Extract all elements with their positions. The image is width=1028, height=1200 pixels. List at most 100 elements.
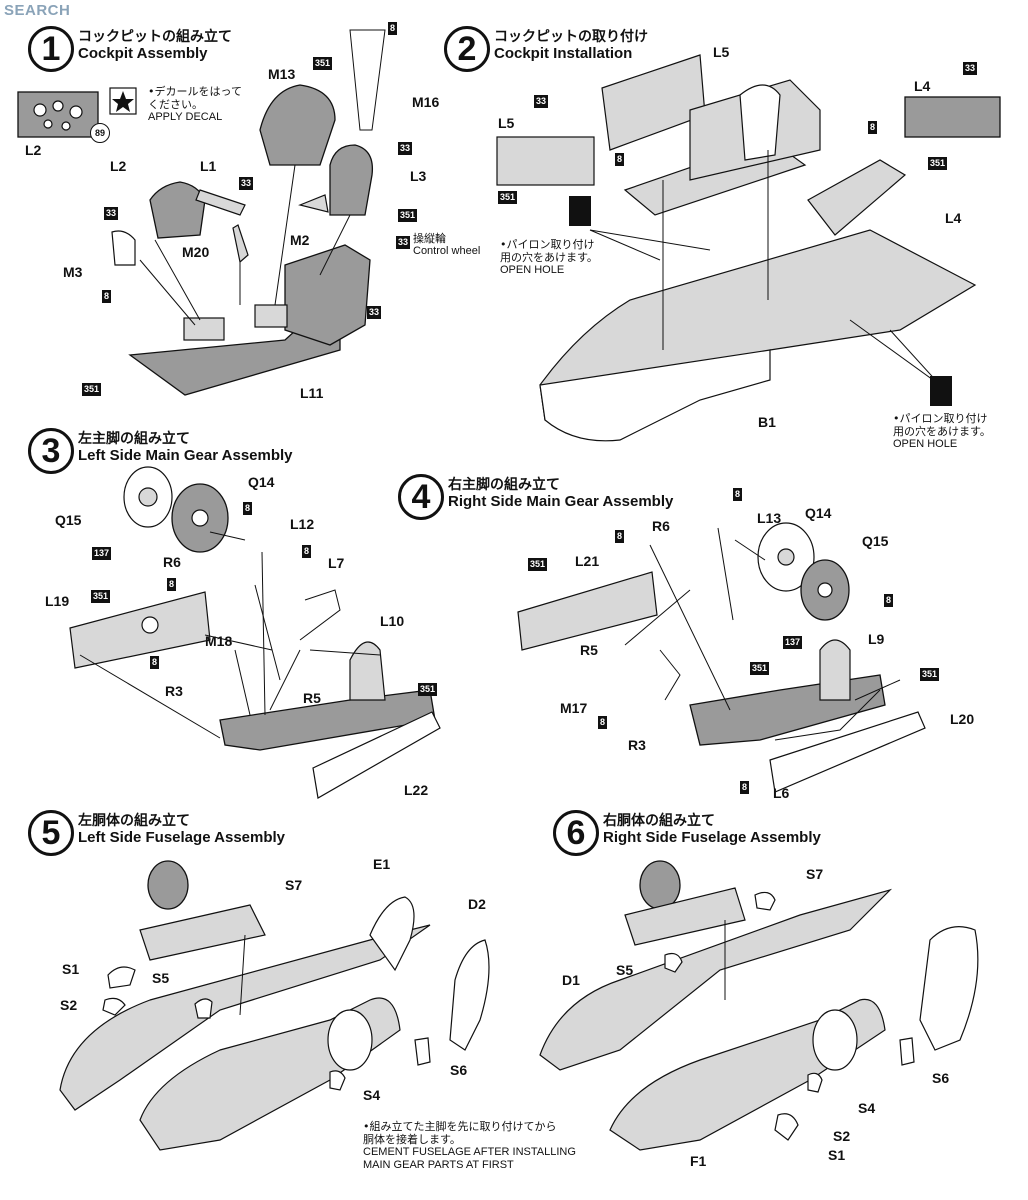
part-label: R5 <box>580 642 598 658</box>
part-label: S4 <box>858 1100 876 1116</box>
open-hole-en: OPEN HOLE <box>500 264 565 276</box>
paint-code-badge: 8 <box>388 22 398 35</box>
step-number: 5 <box>28 810 74 856</box>
part-label: R3 <box>165 683 183 699</box>
open-hole-jp: •パイロン取り付け 用の穴をあけます。 <box>500 238 598 264</box>
paint-code-badge: 351 <box>750 662 770 675</box>
paint-code-badge: 33 <box>239 177 254 190</box>
open-hole-jp: •パイロン取り付け 用の穴をあけます。 <box>893 412 991 438</box>
step-number: 6 <box>553 810 599 856</box>
decal-note: •デカールをはって ください。 APPLY DECAL <box>148 85 242 124</box>
step-title-jp: 右胴体の組み立て <box>603 813 715 829</box>
part-label: Q14 <box>805 505 832 521</box>
paint-code-badge: 33 <box>396 236 411 249</box>
paint-code-badge: 33 <box>963 62 978 75</box>
paint-code-badge: 8 <box>615 530 625 543</box>
part-label: L5 <box>498 115 515 131</box>
step-title-en: Cockpit Installation <box>494 45 633 62</box>
control-wheel-note: 操縦輪 Control wheel <box>413 232 480 258</box>
part-label: L1 <box>200 158 217 174</box>
step5-drawing <box>59 860 490 1151</box>
part-label: L7 <box>328 555 345 571</box>
paint-code-badge: 8 <box>102 290 112 303</box>
part-label: S1 <box>828 1147 846 1163</box>
step-title-en: Left Side Main Gear Assembly <box>78 447 293 464</box>
part-label: L2 <box>110 158 127 174</box>
step2-drawing <box>496 54 1001 442</box>
paint-code-badge: 8 <box>302 545 312 558</box>
part-label: L4 <box>945 210 962 226</box>
part-label: S4 <box>363 1087 381 1103</box>
paint-code-badge: 33 <box>104 207 119 220</box>
step3-drawing <box>69 466 441 799</box>
paint-code-badge: 351 <box>313 57 333 70</box>
decal-note-jp: •デカールをはって ください。 <box>148 85 242 111</box>
part-label: S5 <box>152 970 170 986</box>
part-label: S2 <box>833 1128 851 1144</box>
drill-icon <box>569 196 591 226</box>
paint-code-badge: 137 <box>92 547 112 560</box>
part-label: R6 <box>163 554 181 570</box>
part-label: D2 <box>468 896 486 912</box>
step-number: 4 <box>398 474 444 520</box>
part-label: M2 <box>290 232 310 248</box>
part-label: L19 <box>45 593 70 609</box>
paint-code-badge: 351 <box>928 157 948 170</box>
cement-note-jp: •組み立てた主脚を先に取り付けてから 胴体を接着します。 <box>363 1120 557 1146</box>
control-wheel-jp: 操縦輪 <box>413 232 446 245</box>
part-label: S6 <box>450 1062 468 1078</box>
open-hole-en: OPEN HOLE <box>893 438 958 450</box>
part-label: R5 <box>303 690 321 706</box>
paint-code-badge: 8 <box>150 656 160 669</box>
paint-code-badge: 137 <box>783 636 803 649</box>
paint-code-badge: 8 <box>868 121 878 134</box>
step-title-jp: コックピットの取り付け <box>494 29 648 45</box>
paint-code-badge: 351 <box>398 209 418 222</box>
paint-code-badge: 351 <box>920 668 940 681</box>
part-label: Q15 <box>55 512 82 528</box>
part-label: E1 <box>373 856 391 872</box>
part-label: L12 <box>290 516 315 532</box>
paint-code-badge: 8 <box>884 594 894 607</box>
paint-code-badge: 351 <box>418 683 438 696</box>
part-label: S6 <box>932 1070 950 1086</box>
part-label: M13 <box>268 66 296 82</box>
part-label: M16 <box>412 94 440 110</box>
step-title-jp: 左胴体の組み立て <box>78 813 190 829</box>
part-label: B1 <box>758 414 776 430</box>
paint-code-badge: 351 <box>528 558 548 571</box>
decal-note-en: APPLY DECAL <box>148 111 223 123</box>
part-label: F1 <box>690 1153 707 1169</box>
part-label: L5 <box>713 44 730 60</box>
paint-code-badge: 33 <box>398 142 413 155</box>
part-label: M3 <box>63 264 83 280</box>
part-label: L21 <box>575 553 600 569</box>
step-title-en: Cockpit Assembly <box>78 45 208 62</box>
paint-code-badge: 33 <box>367 306 382 319</box>
part-label: L10 <box>380 613 405 629</box>
part-label: L13 <box>757 510 782 526</box>
part-label: M20 <box>182 244 210 260</box>
cement-note: •組み立てた主脚を先に取り付けてから 胴体を接着します。 CEMENT FUSE… <box>363 1120 576 1172</box>
part-label: S1 <box>62 961 80 977</box>
part-label: M18 <box>205 633 233 649</box>
part-label: L9 <box>868 631 885 647</box>
part-label: S5 <box>616 962 634 978</box>
step-title-en: Right Side Main Gear Assembly <box>448 493 674 510</box>
paint-code-badge: 351 <box>498 191 518 204</box>
paint-code-badge: 8 <box>243 502 253 515</box>
cement-note-en: CEMENT FUSELAGE AFTER INSTALLING MAIN GE… <box>363 1146 576 1171</box>
part-label: L22 <box>404 782 429 798</box>
part-label: D1 <box>562 972 580 988</box>
part-label: R3 <box>628 737 646 753</box>
step-number: 2 <box>444 26 490 72</box>
part-label: L6 <box>773 785 790 801</box>
paint-code-badge: 8 <box>167 578 177 591</box>
paint-code-badge: 8 <box>615 153 625 166</box>
paint-code-badge: 8 <box>740 781 750 794</box>
step6-drawing <box>539 860 979 1151</box>
watermark: SEARCH <box>4 2 71 19</box>
step-title-en: Right Side Fuselage Assembly <box>603 829 821 846</box>
paint-code-badge: 89 <box>90 123 110 143</box>
